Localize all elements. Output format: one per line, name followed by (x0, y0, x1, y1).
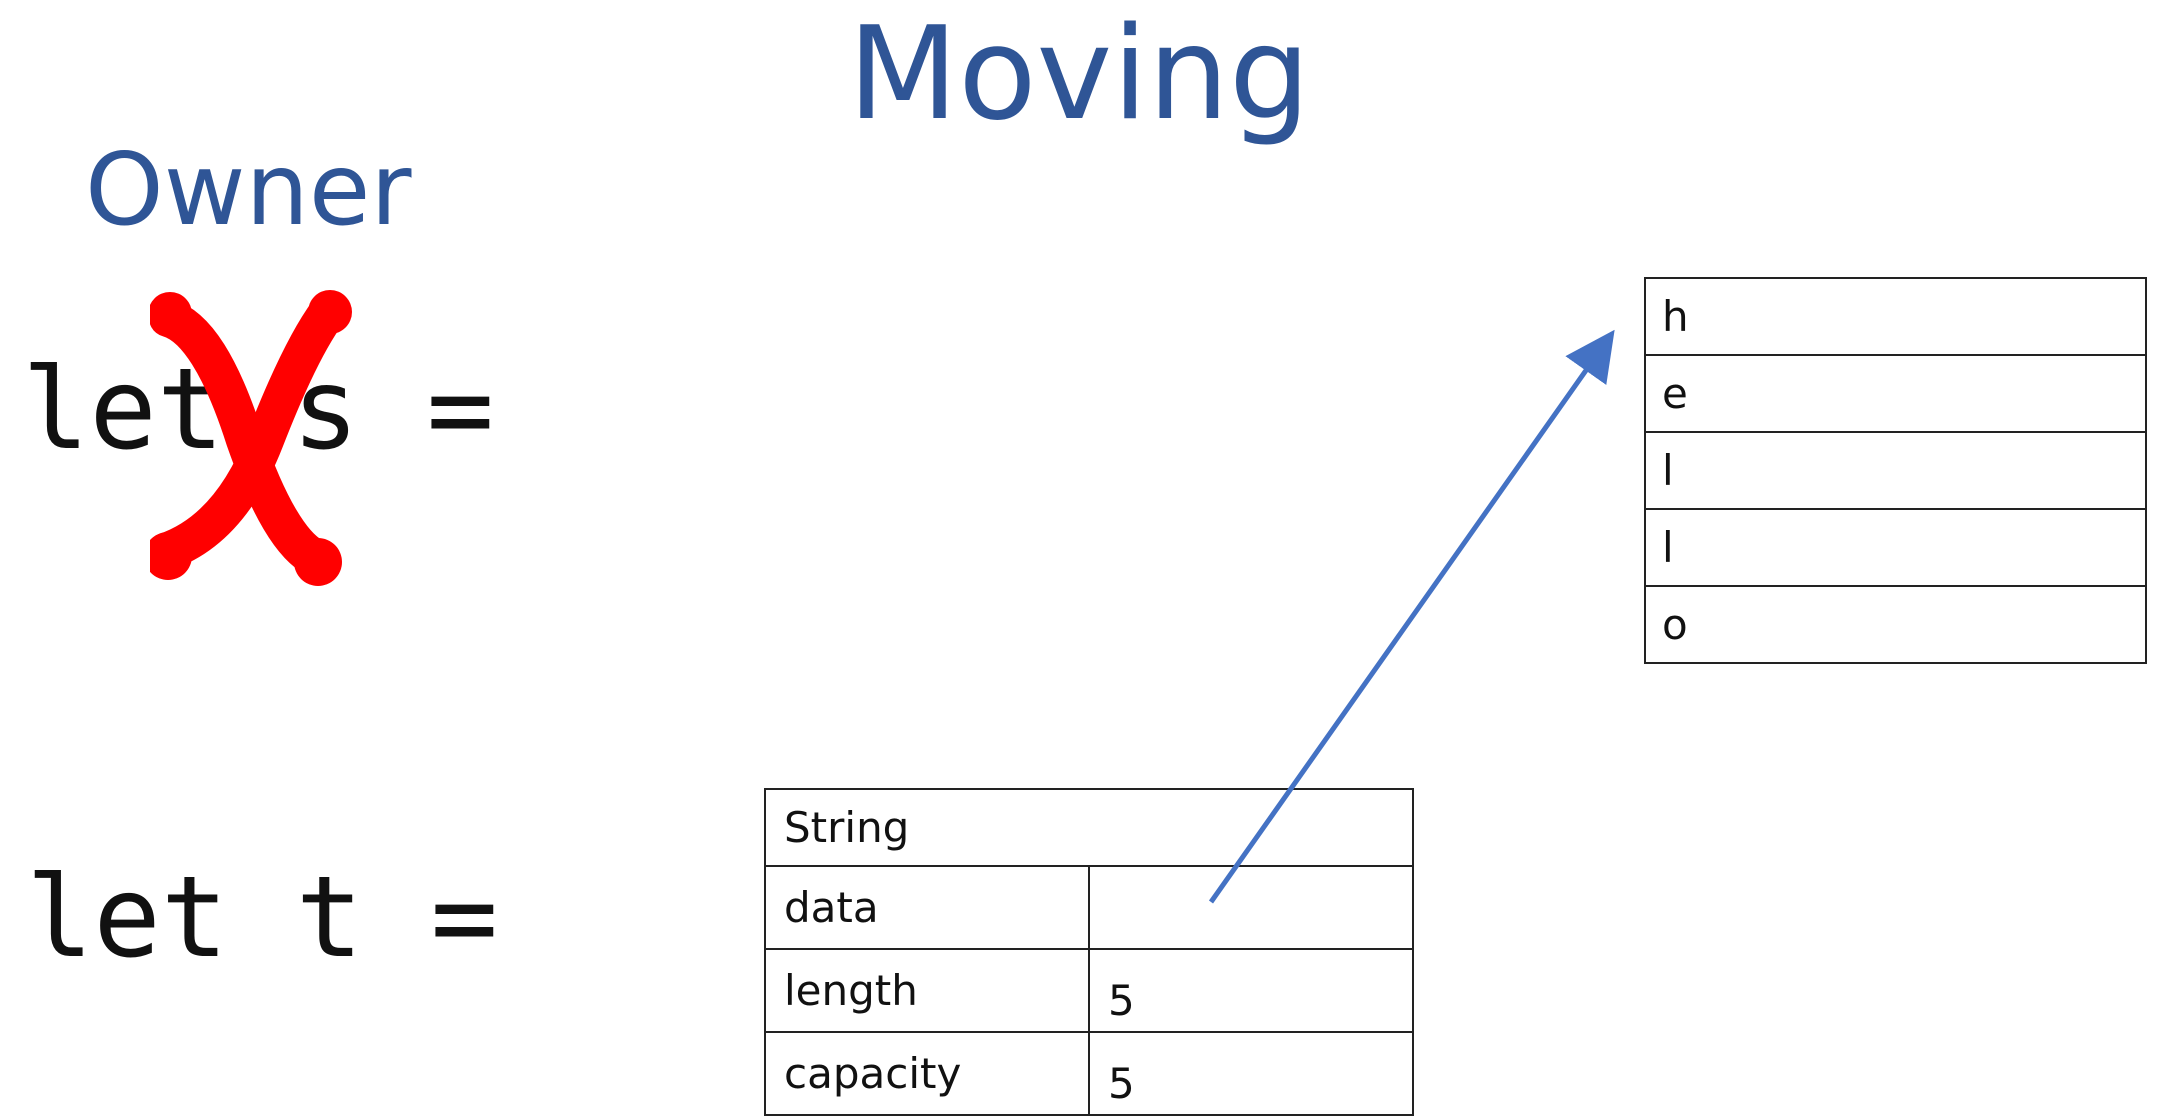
heap-cell: o (1644, 585, 2147, 664)
string-field-row: data (764, 865, 1414, 950)
field-value: 5 (1088, 1031, 1414, 1116)
string-struct-table: String data length 5 capacity 5 (764, 788, 1414, 1116)
heap-cell: l (1644, 508, 2147, 587)
cross-end-br (294, 538, 342, 586)
heap-cell-row: o (1644, 585, 2147, 664)
string-field-row: capacity 5 (764, 1031, 1414, 1116)
slide-title-text: Moving (847, 0, 1311, 149)
field-name: data (764, 865, 1090, 950)
heap-cell: e (1644, 354, 2147, 433)
field-name: length (764, 948, 1090, 1033)
red-cross-icon (150, 290, 352, 586)
owner-label: Owner (85, 131, 412, 248)
heap-cell-row: l (1644, 431, 2147, 510)
cross-end-tr (308, 290, 352, 334)
heap-cell-row: e (1644, 354, 2147, 433)
heap-cell-row: l (1644, 508, 2147, 587)
code-line-let-t: let t = (26, 853, 499, 983)
string-header: String (764, 788, 1414, 867)
cross-end-tl (150, 292, 192, 336)
field-name: capacity (764, 1031, 1090, 1116)
code-line-let-s: let s = (22, 345, 495, 475)
cross-stroke-right (150, 293, 347, 571)
field-value (1088, 865, 1414, 950)
slide-title: Moving (0, 0, 2158, 150)
cross-end-bl (150, 532, 192, 580)
heap-cell-row: h (1644, 277, 2147, 356)
string-header-row: String (764, 788, 1414, 867)
heap-memory-table: h e l l o (1644, 277, 2147, 664)
field-value: 5 (1088, 948, 1414, 1033)
heap-cell: h (1644, 277, 2147, 356)
heap-cell: l (1644, 431, 2147, 510)
string-field-row: length 5 (764, 948, 1414, 1033)
